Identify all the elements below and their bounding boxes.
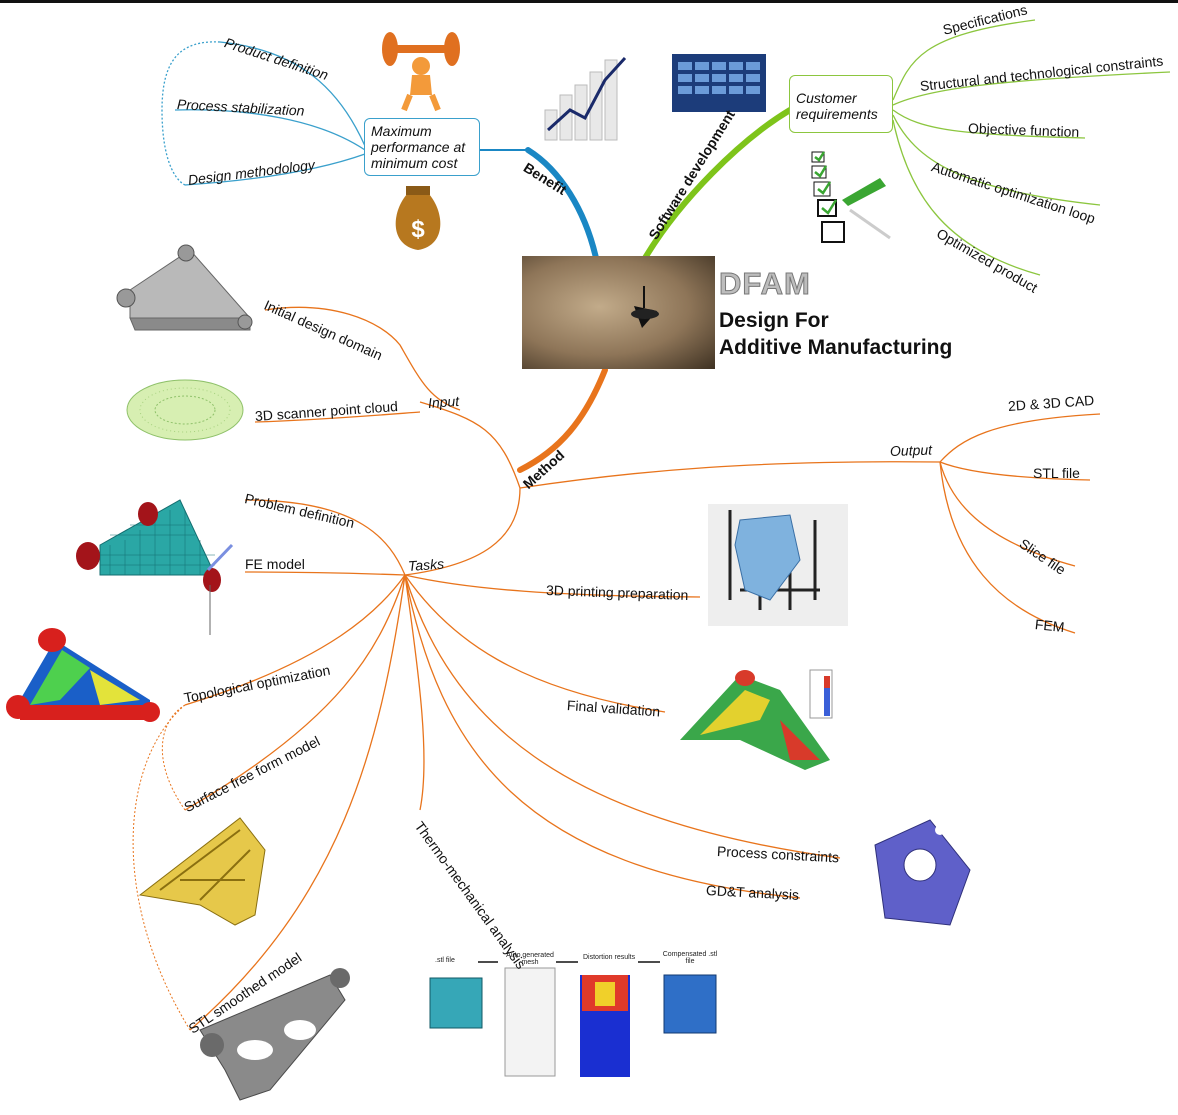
- keyboard-icon: [672, 54, 766, 112]
- method-tasks-label: Tasks: [407, 555, 445, 574]
- method-input-label: Input: [427, 392, 460, 411]
- print-preparation-icon: [708, 504, 848, 626]
- benefit-branch: [525, 147, 599, 261]
- stl-smoothed-model-icon: [199, 968, 350, 1101]
- weightlifter-icon: [382, 32, 460, 112]
- thermo-mechanical-steps: [429, 961, 717, 1077]
- topology-optimization-icon: [6, 628, 160, 722]
- design-domain-3d-icon: [116, 244, 253, 331]
- output-item-stl: STL file: [1033, 465, 1080, 481]
- thermo-step-compensated: Compensated .stl file: [662, 951, 718, 965]
- growth-chart-icon: [544, 56, 627, 141]
- checklist-icon: [811, 151, 891, 243]
- thermo-step-stl-file: .stl file: [435, 957, 455, 964]
- top-border: [0, 0, 1178, 3]
- benefit-box-line3: minimum cost: [371, 155, 458, 171]
- fe-model-icon: [76, 499, 234, 635]
- benefit-box-line1: Maximum: [371, 123, 432, 139]
- output-item-fem: FEM: [1034, 616, 1066, 636]
- task-fe-model: FE model: [245, 556, 305, 572]
- svg-text:$: $: [411, 216, 425, 243]
- thermo-step-auto-mesh: Auto generated mesh: [506, 952, 554, 966]
- dfam-subtitle-line1: Design For: [719, 309, 829, 332]
- final-validation-fea-icon: [680, 669, 833, 770]
- software-box-line1: Customer: [796, 90, 857, 106]
- spinning-top-image: [522, 256, 715, 369]
- benefit-box-line2: performance at: [371, 139, 466, 155]
- lattice-model-icon: [138, 817, 266, 926]
- dfam-title: DFAM: [719, 266, 811, 302]
- point-cloud-icon: [126, 379, 244, 441]
- software-box-line2: requirements: [796, 106, 878, 122]
- software-box: Customer requirements: [789, 75, 893, 133]
- software-branch: [642, 107, 793, 261]
- benefit-box: Maximum performance at minimum cost: [364, 118, 480, 176]
- dfam-subtitle-line2: Additive Manufacturing: [719, 336, 953, 359]
- gdt-part-icon: [874, 819, 971, 926]
- method-output-label: Output: [889, 441, 933, 459]
- money-bag-icon: $: [395, 186, 441, 250]
- thermo-step-distortion: Distortion results: [583, 954, 636, 961]
- method-branch: [517, 367, 608, 473]
